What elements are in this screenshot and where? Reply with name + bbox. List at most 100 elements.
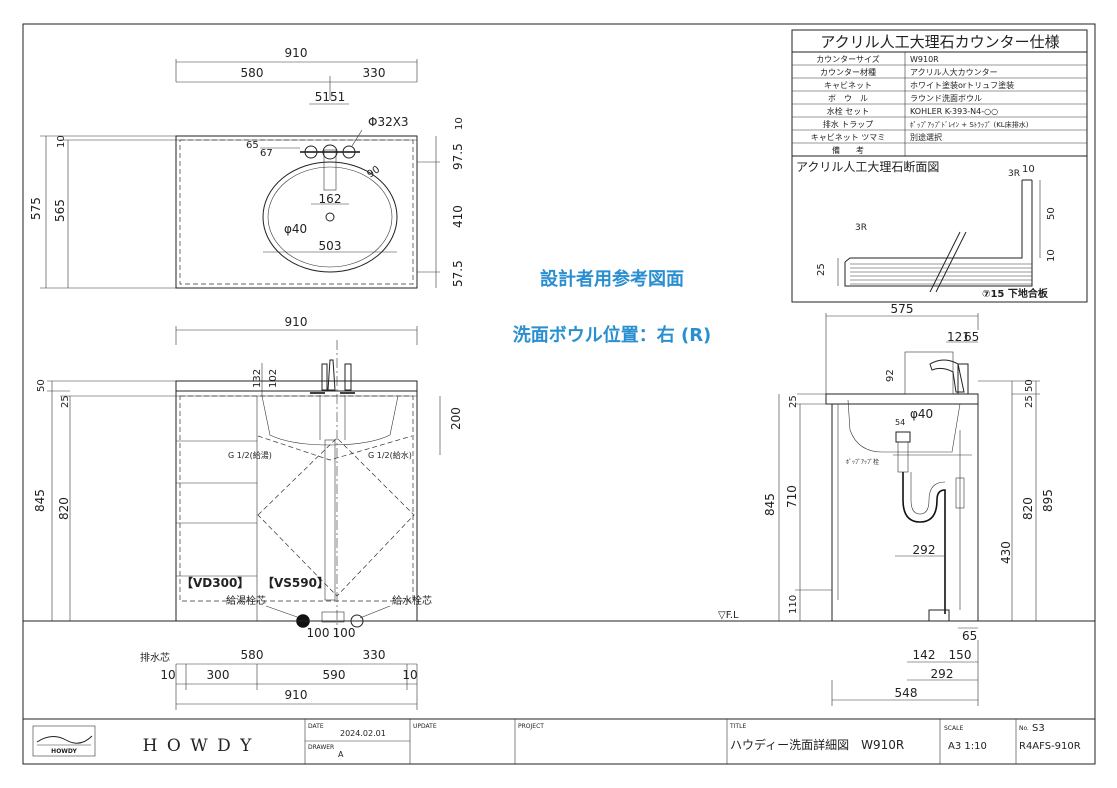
brand-name: H O W D Y — [143, 736, 254, 756]
dim-label: 10 — [1046, 249, 1057, 262]
substrate-label: ⑦15 下地合板 — [982, 287, 1049, 300]
spec-value: W910R — [910, 55, 939, 64]
scale-label: SCALE — [944, 725, 963, 732]
dim-label: 97.5 — [451, 143, 465, 170]
project-label: PROJECT — [518, 723, 544, 730]
dim-label: 57.5 — [451, 260, 465, 287]
dim-label: 580 — [241, 648, 264, 662]
dim-label: Φ32X3 — [368, 115, 409, 129]
spec-value: 別途選択 — [910, 132, 942, 142]
dim-label: 410 — [451, 205, 465, 228]
dim-label: 330 — [363, 66, 386, 80]
radius-label: 3R — [1008, 169, 1020, 179]
dim-label: 710 — [785, 485, 799, 508]
dim-label: 5151 — [315, 90, 346, 104]
logo-box — [32, 725, 96, 757]
spec-value: ラウンド洗面ボウル — [910, 93, 982, 103]
dim-label: 50 — [1024, 379, 1035, 392]
spec-label: 排水 トラップ — [823, 119, 874, 129]
dim-label: 292 — [931, 667, 954, 681]
dim-label: 65 — [964, 330, 979, 344]
dim-label: 25 — [816, 263, 827, 276]
dim-label: 10 — [160, 668, 175, 682]
dim-label: 10 — [1022, 164, 1035, 175]
side-view: 575 121 65 92 φ40 54 ﾎﾟｯﾌﾟｱｯﾌﾟ栓 845 25 7… — [718, 302, 1055, 706]
dim-label: 330 — [363, 648, 386, 662]
dim-label: φ40 — [910, 407, 933, 421]
cold-water-label: G 1/2(給水) — [368, 450, 412, 460]
dim-label: 565 — [53, 199, 67, 222]
date-label: DATE — [308, 723, 324, 730]
dim-label: 895 — [1041, 489, 1055, 512]
reference-note: 設計者用参考図面 — [540, 268, 684, 290]
spec-label: キャビネット ツマミ — [811, 133, 886, 142]
spec-value: KOHLER K-393-N4-○○ — [910, 107, 998, 116]
spec-value: ホワイト塗装orトリュフ塗装 — [910, 80, 1014, 90]
dim-label: 10 — [402, 668, 417, 682]
spec-table-title: アクリル人工大理石カウンター仕様 — [820, 33, 1059, 51]
radius-label: 3R — [855, 223, 867, 233]
dim-label: 100 — [307, 626, 330, 640]
spec-value: アクリル人大カウンター — [910, 67, 998, 77]
front-view: 910 50 25 845 820 132 102 2 — [33, 315, 463, 710]
dim-label: 292 — [913, 543, 936, 557]
sheet-number: S3 — [1032, 723, 1045, 734]
dim-label: 50 — [36, 379, 47, 392]
section-title: アクリル人工大理石断面図 — [796, 159, 939, 174]
date-value: 2024.02.01 — [340, 729, 386, 738]
sheet-border — [22, 23, 1096, 765]
dim-label: 25 — [1024, 395, 1035, 408]
bowl-position-note: 洗面ボウル位置：右 (R) — [513, 324, 712, 346]
title-block: HOWDY H O W D Y DATE 2024.02.01 DRAWER A… — [23, 718, 1095, 764]
dim-label: 200 — [449, 407, 463, 430]
title-label: TITLE — [729, 723, 746, 730]
spec-label: カウンターサイズ — [816, 54, 880, 64]
dim-label: 67 — [260, 148, 273, 159]
dim-label: 110 — [788, 595, 799, 614]
dim-label: 121 — [947, 330, 970, 344]
drain-center-label: 排水芯 — [140, 651, 170, 664]
popup-label: ﾎﾟｯﾌﾟｱｯﾌﾟ栓 — [846, 458, 879, 466]
spec-table: アクリル人工大理石カウンター仕様 カウンターサイズ W910R カウンター材種 … — [791, 29, 1088, 303]
dim-label: 54 — [895, 418, 905, 427]
dim-label: 25 — [788, 395, 799, 408]
spec-label: 備 考 — [832, 145, 864, 155]
dim-label: 90 — [365, 164, 382, 180]
dim-label: 575 — [891, 302, 914, 316]
dim-label: 92 — [885, 369, 896, 382]
dim-label: 910 — [285, 46, 308, 60]
dim-label: 580 — [241, 66, 264, 80]
drawing-title: ハウディー洗面詳細図 W910R — [730, 737, 904, 752]
drawing-code: R4AFS-910R — [1019, 741, 1081, 752]
dim-label: 503 — [319, 239, 342, 253]
drawer-label: DRAWER — [308, 744, 334, 751]
dim-label: 845 — [763, 493, 777, 516]
dim-label: 10 — [56, 135, 67, 148]
dim-label: 132 — [252, 369, 263, 388]
dim-label: 142 — [913, 648, 936, 662]
dim-label: 65 — [962, 629, 977, 643]
scale-value: A3 1:10 — [948, 741, 987, 752]
spec-label: ボ ウ ル — [828, 94, 868, 103]
spec-label: カウンター材種 — [820, 67, 876, 77]
hot-water-label: G 1/2(給湯) — [228, 450, 272, 460]
dim-label: 590 — [323, 668, 346, 682]
vd-label: 【VD300】 — [181, 575, 249, 590]
dim-label: 575 — [29, 197, 43, 220]
dim-label: 102 — [268, 369, 279, 388]
dim-label: 910 — [285, 688, 308, 702]
vs-label: 【VS590】 — [262, 575, 329, 590]
dim-label: 820 — [57, 497, 71, 520]
spec-label: キャビネット — [824, 81, 872, 90]
dim-label: 430 — [999, 541, 1013, 564]
dim-label: 845 — [33, 489, 47, 512]
plan-view: 910 580 330 5151 Φ32X3 65 67 90 162 φ40 … — [29, 46, 465, 289]
dim-label: 25 — [60, 395, 71, 408]
number-label: No. — [1019, 725, 1029, 732]
dim-label: 10 — [454, 117, 465, 130]
dim-label: 100 — [333, 626, 356, 640]
drawer-value: A — [338, 750, 344, 759]
dim-label: 162 — [319, 192, 342, 206]
